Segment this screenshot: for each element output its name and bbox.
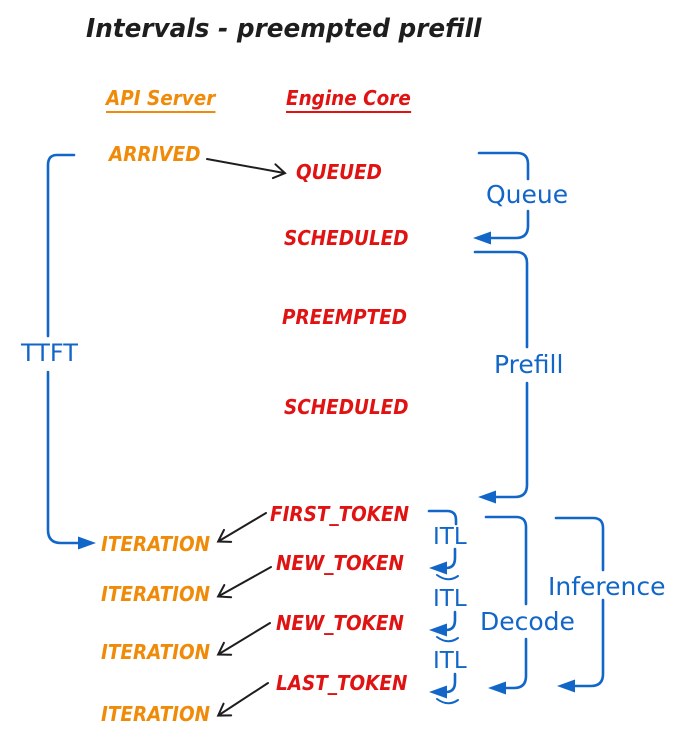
ttft-bracket <box>46 153 96 550</box>
arrow-arrived-to-queued <box>206 158 287 180</box>
interval-label-itl-2: ITL <box>433 586 467 612</box>
event-iteration-3: ITERATION <box>101 640 211 664</box>
arrow-new-token-2-to-iteration-3 <box>216 622 271 656</box>
event-arrived: ARRIVED <box>109 142 201 166</box>
interval-label-itl-3: ITL <box>433 648 467 674</box>
prefill-bracket <box>473 250 529 504</box>
event-iteration-1: ITERATION <box>101 532 211 556</box>
event-last-token: LAST_TOKEN <box>276 671 408 695</box>
event-queued: QUEUED <box>296 160 382 184</box>
arrow-new-token-1-to-iteration-2 <box>216 566 272 599</box>
event-iteration-4: ITERATION <box>101 702 211 726</box>
interval-label-queue: Queue <box>486 180 569 209</box>
diagram-title: Intervals - preempted prefill <box>86 14 482 44</box>
arrow-first-token-to-iteration-1 <box>216 512 267 543</box>
event-scheduled-1: SCHEDULED <box>284 226 409 250</box>
interval-label-decode: Decode <box>480 607 575 636</box>
interval-label-prefill: Prefill <box>494 350 564 379</box>
column-header-api-server: API Server <box>106 88 216 113</box>
event-new-token-2: NEW_TOKEN <box>276 611 404 635</box>
decode-bracket <box>484 515 528 695</box>
column-header-engine-core: Engine Core <box>286 88 411 113</box>
event-scheduled-2: SCHEDULED <box>284 395 409 419</box>
itl-bracket-2 <box>429 610 459 643</box>
event-first-token: FIRST_TOKEN <box>270 502 410 526</box>
interval-label-inference: Inference <box>548 572 666 601</box>
interval-label-itl-1: ITL <box>433 524 467 550</box>
queue-bracket <box>473 151 530 245</box>
event-iteration-2: ITERATION <box>101 582 211 606</box>
event-preempted: PREEMPTED <box>282 305 407 329</box>
event-new-token-1: NEW_TOKEN <box>276 551 404 575</box>
arrow-last-token-to-iteration-4 <box>216 682 269 717</box>
inference-bracket <box>554 516 605 693</box>
interval-label-ttft: TTFT <box>21 339 78 367</box>
itl-bracket-3 <box>429 672 459 705</box>
itl-bracket-1 <box>427 509 459 581</box>
